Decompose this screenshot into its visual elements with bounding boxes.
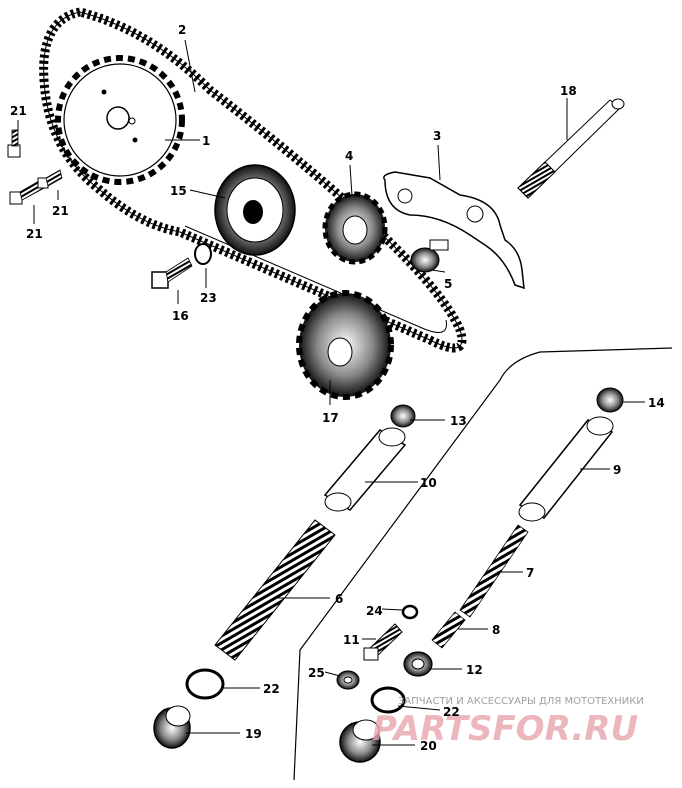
pushrod-9 [518, 416, 614, 522]
pushrod-10 [323, 427, 407, 512]
bolt-11 [363, 623, 403, 661]
tensioner-sprocket [322, 191, 388, 265]
cam-sprocket [55, 55, 185, 185]
callout-12: 12 [466, 663, 483, 677]
callout-22-left: 22 [263, 682, 280, 696]
callout-20: 20 [420, 739, 437, 753]
callout-13: 13 [450, 414, 467, 428]
cap-14 [596, 387, 624, 413]
callout-21-bottom: 21 [26, 227, 43, 241]
callout-22-right: 22 [443, 705, 460, 719]
callout-2: 2 [178, 23, 186, 37]
cam-chain [39, 7, 467, 353]
callout-25: 25 [308, 666, 325, 680]
chain-guide-roller [214, 164, 296, 256]
tensioner-shaft [517, 98, 625, 199]
watermark: ЗАПЧАСТИ И АКСЕССУАРЫ ДЛЯ МОТОТЕХНИКИ PA… [372, 696, 644, 749]
callout-21-top: 21 [10, 104, 27, 118]
callout-17: 17 [322, 411, 339, 425]
plug-20 [339, 719, 381, 763]
nut-12 [403, 651, 433, 677]
leader-lines [17, 39, 645, 746]
callout-6: 6 [335, 592, 343, 606]
callout-10: 10 [420, 476, 437, 490]
callout-23: 23 [200, 291, 217, 305]
callout-16: 16 [172, 309, 189, 323]
callout-15: 15 [170, 184, 187, 198]
bolt-21-lower [9, 169, 63, 205]
washer-22-right [370, 686, 406, 714]
callout-5: 5 [444, 277, 452, 291]
callout-18: 18 [560, 84, 577, 98]
callout-8: 8 [492, 623, 500, 637]
nut-25 [336, 670, 360, 690]
cap-13 [390, 404, 416, 428]
callout-19: 19 [245, 727, 262, 741]
callout-21-middle: 21 [52, 204, 69, 218]
callout-labels: 1 2 3 4 5 6 7 8 9 10 11 12 13 14 15 16 1… [10, 23, 665, 753]
o-ring-24 [401, 604, 419, 620]
section-divider [293, 347, 673, 781]
callout-9: 9 [613, 463, 621, 477]
watermark-tagline: ЗАПЧАСТИ И АКСЕССУАРЫ ДЛЯ МОТОТЕХНИКИ [398, 696, 644, 707]
spring-7 [459, 524, 529, 618]
plug-19 [153, 705, 191, 749]
watermark-logo: PARTSFOR.RU [372, 709, 638, 749]
bolt-21-upper [7, 129, 21, 158]
spring-6 [214, 519, 336, 661]
tensioner-arm [383, 171, 525, 290]
callout-11: 11 [343, 633, 360, 647]
callout-4: 4 [345, 149, 353, 163]
tensioner-sprocket-lower [296, 290, 394, 400]
callout-7: 7 [526, 566, 534, 580]
callout-3: 3 [433, 129, 441, 143]
callout-14: 14 [648, 396, 665, 410]
washer-23 [194, 243, 212, 265]
pin-5 [410, 239, 449, 273]
callout-24: 24 [366, 604, 383, 618]
callout-1: 1 [202, 134, 210, 148]
washer-22-left [185, 668, 225, 700]
bolt-16 [151, 257, 193, 289]
spring-8 [431, 611, 466, 649]
